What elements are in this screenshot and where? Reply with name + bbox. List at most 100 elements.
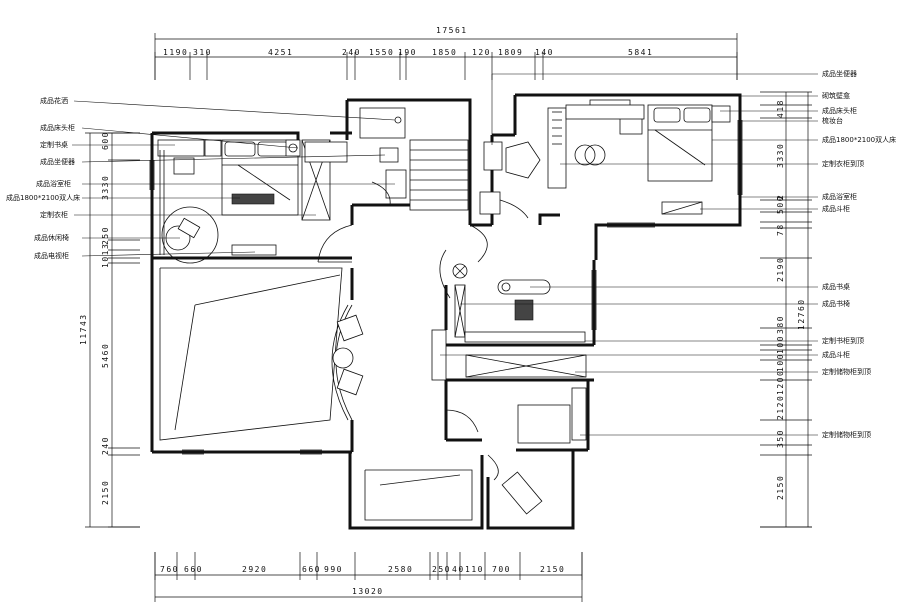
top-dim-3: 4251 — [268, 48, 293, 57]
right-dimension-chain: 12760 418 3330 500 2 78 2190 380 100 100… — [760, 91, 812, 528]
bottom-total-dim: 13020 — [352, 587, 384, 596]
left-tv-cabinet — [231, 244, 277, 256]
left-dim-1: 600 — [101, 131, 110, 150]
left-toilet — [173, 157, 195, 175]
left-dim-6: 240 — [101, 436, 110, 455]
top-total-dim: 17561 — [436, 26, 468, 35]
left-dim-3: 250 — [101, 226, 110, 245]
bottom-dim-11: 2150 — [540, 565, 565, 574]
left-label-tv-cabinet: 成品电视柜 — [34, 251, 69, 260]
left-label-bed: 成品1800*2100双人床 — [6, 193, 80, 202]
right-label-study-chair: 成品书椅 — [822, 299, 850, 308]
right-label-storage-2: 定制储物柜到顶 — [822, 430, 871, 439]
top-dim-10: 140 — [535, 48, 554, 57]
left-label-nightstand: 成品床头柜 — [40, 123, 75, 132]
top-dim-6: 190 — [398, 48, 417, 57]
right-dim-6: 2190 — [776, 257, 785, 282]
living-room-furniture — [159, 267, 543, 521]
right-label-niche: 砌筑壁龛 — [822, 91, 850, 100]
left-dim-2: 3330 — [101, 175, 110, 200]
bottom-dim-4: 660 — [302, 565, 321, 574]
left-lounge-chair — [161, 206, 219, 264]
bottom-dimension-chain: 760 660 2920 660 990 2580 250 40 110 700… — [154, 552, 583, 602]
right-label-bookcase: 定制书柜到顶 — [822, 336, 864, 345]
armchair-2 — [336, 368, 364, 396]
right-annotations: 成品坐便器 砌筑壁龛 成品床头柜 梳妆台 成品1800*2100双人床 定制衣柜… — [440, 69, 896, 439]
left-bath-cabinet — [304, 141, 348, 163]
right-total-dim: 12760 — [797, 298, 806, 330]
left-dimension-chain: 11743 600 3330 250 1013 5460 240 2150 — [79, 131, 140, 528]
left-dim-5: 5460 — [101, 343, 110, 368]
left-desk — [157, 139, 205, 157]
right-dim-11: 2120 — [776, 395, 785, 420]
right-label-dresser: 梳妆台 — [822, 116, 843, 125]
right-label-nightstand: 成品床头柜 — [822, 106, 857, 115]
right-bath-toilet — [483, 141, 503, 171]
right-label-storage: 定制储物柜到顶 — [822, 367, 871, 376]
study-chair — [514, 299, 534, 321]
left-label-bath-cabinet: 成品浴室柜 — [36, 179, 71, 188]
top-dim-9: 1809 — [498, 48, 523, 57]
left-nightstand-1 — [204, 139, 222, 157]
left-bedroom-furniture — [157, 139, 348, 264]
top-dim-11: 5841 — [628, 48, 653, 57]
left-annotations: 成品花洒 成品床头柜 定制书桌 成品坐便器 成品浴室柜 成品1800*2100双… — [6, 96, 396, 260]
left-label-lounge-chair: 成品休闲椅 — [34, 233, 69, 242]
right-dim-5: 78 — [776, 223, 785, 236]
bottom-dim-2: 660 — [184, 565, 203, 574]
bottom-dim-1: 760 — [160, 565, 179, 574]
right-dim-13: 2150 — [776, 475, 785, 500]
left-label-desk: 定制书桌 — [40, 140, 68, 149]
right-dim-9: 100 — [776, 353, 785, 372]
ceiling-fan — [452, 263, 468, 279]
doors — [317, 181, 529, 481]
bottom-dim-3: 2920 — [242, 565, 267, 574]
top-dim-7: 1850 — [432, 48, 457, 57]
top-dim-4: 240 — [342, 48, 361, 57]
right-label-chest-2: 成品斗柜 — [822, 350, 850, 359]
left-dim-7: 2150 — [101, 480, 110, 505]
study-storage-furniture — [431, 263, 587, 444]
top-dim-8: 120 — [472, 48, 491, 57]
right-label-bed: 成品1800*2100双人床 — [822, 135, 896, 144]
study-shelf-bottom — [464, 331, 586, 343]
bottom-dim-8: 40 — [452, 565, 465, 574]
right-dim-12: 350 — [776, 429, 785, 448]
bottom-dim-7: 250 — [432, 565, 451, 574]
tea-table — [332, 347, 354, 369]
right-dim-3: 500 — [776, 195, 785, 214]
top-dim-1: 1190 — [163, 48, 188, 57]
right-label-toilet: 成品坐便器 — [822, 69, 857, 78]
right-dim-10: 1200 — [776, 370, 785, 395]
right-label-study-desk: 成品书桌 — [822, 282, 850, 291]
right-dim-7: 380 — [776, 315, 785, 334]
bottom-dim-5: 990 — [324, 565, 343, 574]
left-label-toilet: 成品坐便器 — [40, 157, 75, 166]
top-dim-2: 310 — [193, 48, 212, 57]
right-bath-basin — [479, 191, 501, 215]
right-dim-8: 100 — [776, 335, 785, 354]
stair — [409, 139, 469, 211]
bottom-dim-10: 700 — [492, 565, 511, 574]
right-dim-1: 418 — [776, 99, 785, 118]
right-label-chest: 成品斗柜 — [822, 204, 850, 213]
top-dim-5: 1550 — [369, 48, 394, 57]
right-nightstand — [711, 105, 731, 123]
right-dim-2: 3330 — [776, 143, 785, 168]
left-label-wardrobe: 定制衣柜 — [40, 210, 68, 219]
stair-and-bath-furniture — [359, 107, 541, 215]
right-shower — [505, 141, 541, 179]
left-total-dim: 11743 — [79, 313, 88, 345]
armchair-1 — [336, 314, 364, 342]
right-label-wardrobe: 定制衣柜到顶 — [822, 159, 864, 168]
windows — [149, 120, 743, 455]
bottom-dim-6: 2580 — [388, 565, 413, 574]
left-nightstand-2 — [285, 139, 301, 157]
storage-cabinet-2 — [517, 404, 571, 444]
right-label-bath-cabinet: 成品浴室柜 — [822, 192, 857, 201]
left-label-shower: 成品花洒 — [40, 96, 68, 105]
right-bedroom-furniture — [547, 99, 731, 215]
top-dimension-chain: 17561 1190 310 4251 240 1550 190 1850 12… — [154, 26, 738, 80]
balcony-lounger — [501, 471, 543, 515]
